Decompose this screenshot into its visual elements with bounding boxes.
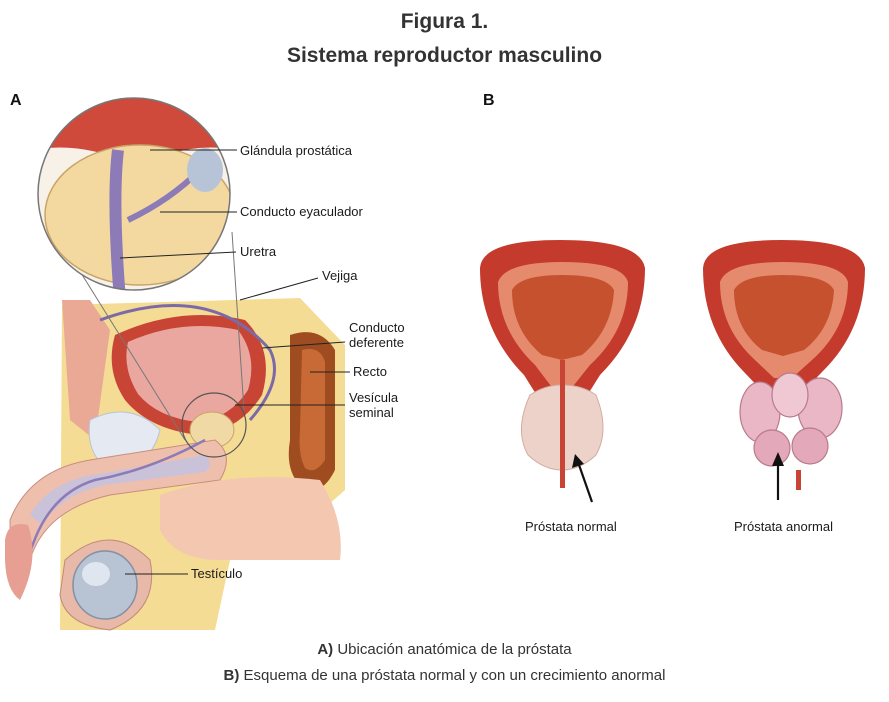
label-urethra: Uretra [240,244,277,259]
abnormal-lobe-center [772,373,808,417]
caption-line-a: A) Ubicación anatómica de la próstata [0,641,889,658]
label-prostate-gland: Glándula prostática [240,143,353,158]
caption-a-letter: A) [317,641,333,658]
caption-b-letter: B) [224,667,240,684]
panel-a-anatomy: Glándula prostática Conducto eyaculador … [5,90,405,630]
abnormal-lobe-lower-right [792,428,828,464]
label-testicle: Testículo [191,566,242,581]
caption-line-b: B) Esquema de una próstata normal y con … [0,667,889,684]
label-bladder: Vejiga [322,268,358,283]
panel-b-normal-prostate: Próstata normal [480,240,645,534]
zoom-detail [30,90,240,300]
label-vas-deferens-1: Conducto [349,320,405,335]
label-abnormal-prostate: Próstata anormal [734,519,833,534]
normal-urethra [560,360,565,488]
rectum-inner [300,349,325,470]
panel-b-abnormal-prostate: Próstata anormal [703,240,865,534]
label-vas-deferens-2: deferente [349,335,404,350]
testicle-highlight [82,562,110,586]
leader-bladder [240,278,318,300]
thigh [160,477,341,560]
label-rectum: Recto [353,364,387,379]
abnormal-urethra [796,470,801,490]
testicle-shape [73,551,137,619]
caption-a-text: Ubicación anatómica de la próstata [333,641,571,658]
caption-b-text: Esquema de una próstata normal y con un … [239,667,665,684]
label-normal-prostate: Próstata normal [525,519,617,534]
label-seminal-vesicle-1: Vesícula [349,390,399,405]
normal-arrow-shaft [578,462,592,502]
label-seminal-vesicle-2: seminal [349,405,394,420]
label-ejaculatory-duct: Conducto eyaculador [240,204,364,219]
abnormal-lobe-lower-left [754,430,790,466]
glans [5,524,33,600]
